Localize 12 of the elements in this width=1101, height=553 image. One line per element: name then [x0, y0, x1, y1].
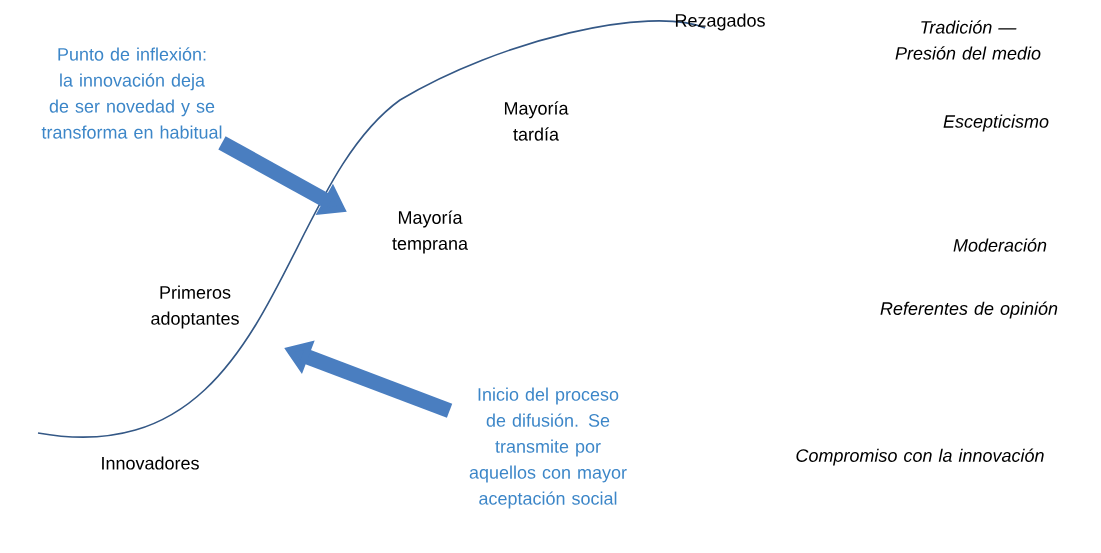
stage-label: Tradición — Presión del medio — [895, 20, 1041, 60]
stage-label: Compromiso con la innovación — [796, 448, 1044, 466]
stage-label: Mayoría tardía — [504, 101, 569, 141]
stage-label: Referentes de opinión — [880, 301, 1058, 319]
stage-label: Innovadores — [102, 456, 199, 470]
stage-label: Mayoría temprana — [392, 210, 468, 254]
stage-label: Rezagados — [675, 13, 765, 31]
stage-label: Escepticismo — [943, 114, 1049, 132]
annotation-text: Inicio del proceso de difusión. Se transmite por aquellos con mayor aceptación social — [469, 387, 627, 509]
stage-label: Moderación — [953, 238, 1047, 252]
annotation-text: Punto de inflexión: la innovación deja de ser novedad y se transforma en habitual — [41, 47, 222, 139]
stage-label: Primeros adoptantes — [151, 285, 239, 329]
